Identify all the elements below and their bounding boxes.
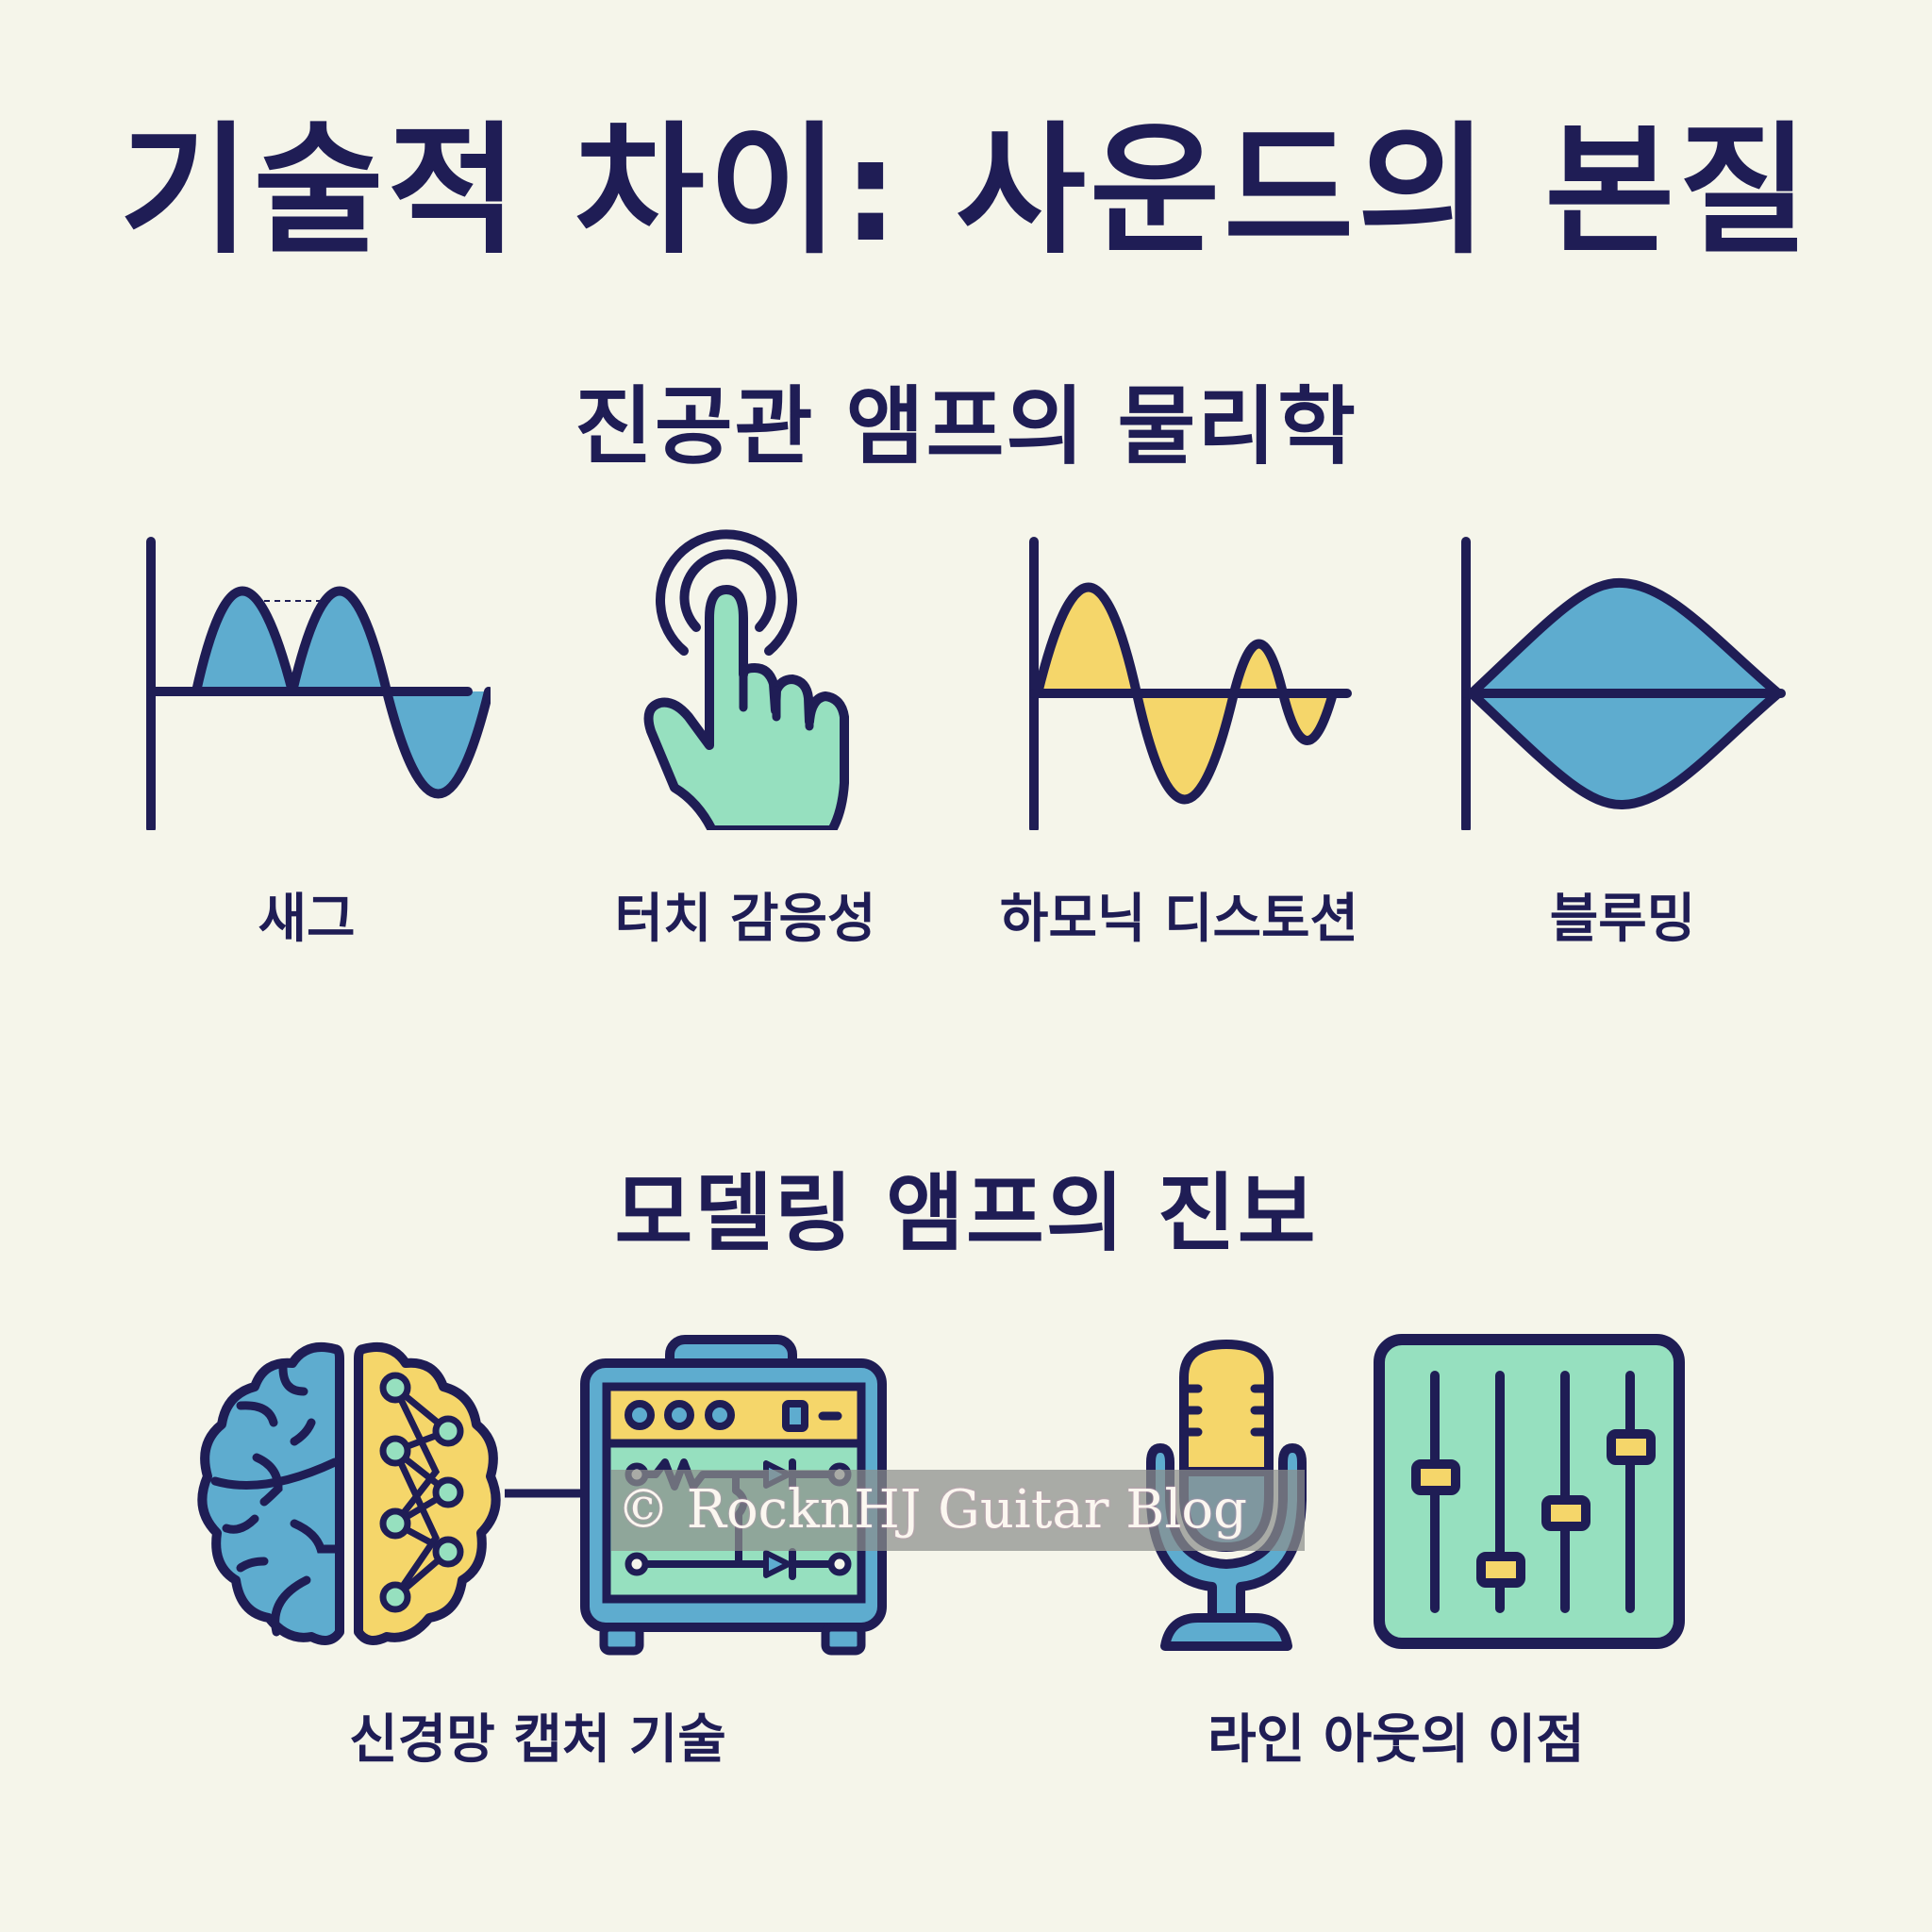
- page-title: 기술적 차이: 사운드의 본질: [119, 109, 1813, 274]
- label-touch-sensitivity: 터치 감응성: [614, 889, 876, 950]
- watermark: © RocknHJ Guitar Blog: [611, 1470, 1305, 1551]
- sag-waveform-icon: [146, 537, 491, 830]
- section-title-tube-amp-physics: 진공관 앰프의 물리학: [575, 377, 1357, 476]
- label-blooming: 블루밍: [1549, 889, 1696, 950]
- label-neural-capture: 신경망 캡처 기술: [349, 1709, 726, 1771]
- section-title-modeling-amp-progress: 모델링 앰프의 진보: [614, 1164, 1318, 1263]
- touch-hand-icon: [643, 529, 849, 830]
- label-line-out-advantage: 라인 아웃의 이점: [1208, 1709, 1585, 1771]
- label-harmonic-distortion: 하모닉 디스토션: [999, 889, 1359, 950]
- label-sag: 새그: [258, 889, 356, 950]
- harmonic-waveform-icon: [1029, 537, 1352, 830]
- blooming-envelope-icon: [1461, 537, 1786, 830]
